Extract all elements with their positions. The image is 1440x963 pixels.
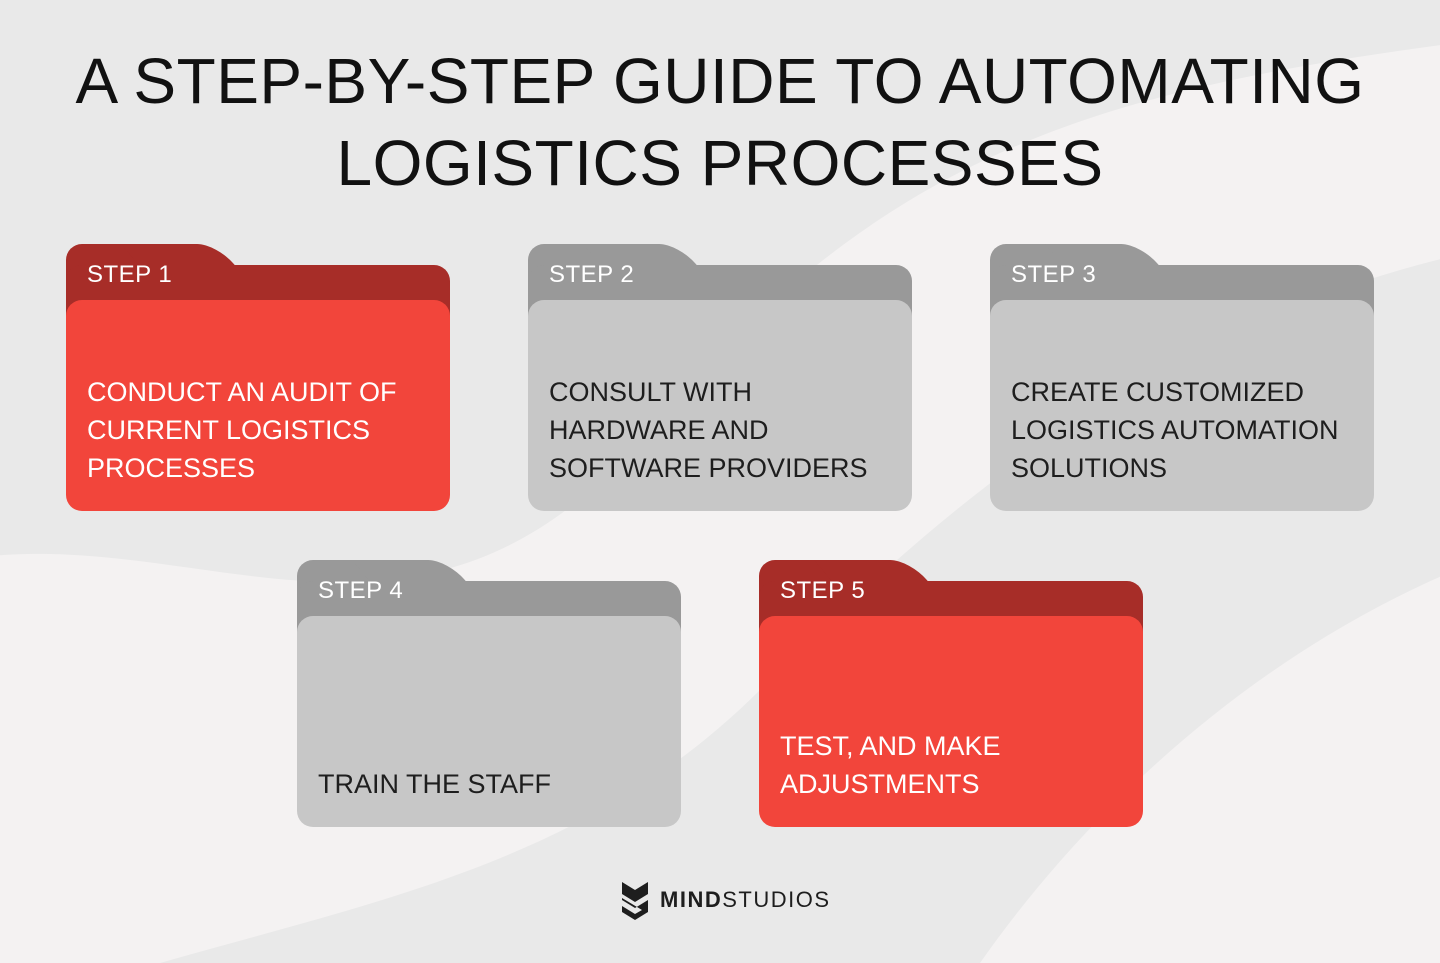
step-1-label: STEP 1 <box>87 261 173 288</box>
brand-logo: MIND STUDIOS <box>620 880 831 920</box>
step-2-text: CONSULT WITH HARDWARE AND SOFTWARE PROVI… <box>549 377 868 483</box>
step-5-text: TEST, AND MAKE ADJUSTMENTS <box>780 731 1001 799</box>
step-5-label: STEP 5 <box>780 577 866 604</box>
step-3-label: STEP 3 <box>1011 261 1097 288</box>
brand-name-bold: MIND <box>660 887 723 912</box>
step-4-folder: STEP 4 TRAIN THE STAFF <box>297 560 681 827</box>
step-5-folder: STEP 5 TEST, AND MAKE ADJUSTMENTS <box>759 560 1143 827</box>
step-1-text: CONDUCT AN AUDIT OF CURRENT LOGISTICS PR… <box>87 377 397 483</box>
folder-front <box>66 300 450 511</box>
step-1-folder: STEP 1 CONDUCT AN AUDIT OF CURRENT LOGIS… <box>66 244 450 511</box>
step-4-label: STEP 4 <box>318 577 404 604</box>
page-title-line-1: A STEP-BY-STEP GUIDE TO AUTOMATING <box>75 45 1365 117</box>
folder-front <box>297 616 681 827</box>
folder-front <box>759 616 1143 827</box>
page-title-line-2: LOGISTICS PROCESSES <box>336 127 1104 199</box>
step-3-folder: STEP 3 CREATE CUSTOMIZED LOGISTICS AUTOM… <box>990 244 1374 511</box>
step-4-text: TRAIN THE STAFF <box>318 769 552 799</box>
mind-studios-logo-icon <box>622 882 648 920</box>
brand-name-regular: STUDIOS <box>722 887 831 912</box>
step-2-label: STEP 2 <box>549 261 635 288</box>
step-2-folder: STEP 2 CONSULT WITH HARDWARE AND SOFTWAR… <box>528 244 912 511</box>
page-title: A STEP-BY-STEP GUIDE TO AUTOMATING LOGIS… <box>0 40 1440 204</box>
step-3-text: CREATE CUSTOMIZED LOGISTICS AUTOMATION S… <box>1011 377 1339 483</box>
folder-front <box>990 300 1374 511</box>
folder-front <box>528 300 912 511</box>
